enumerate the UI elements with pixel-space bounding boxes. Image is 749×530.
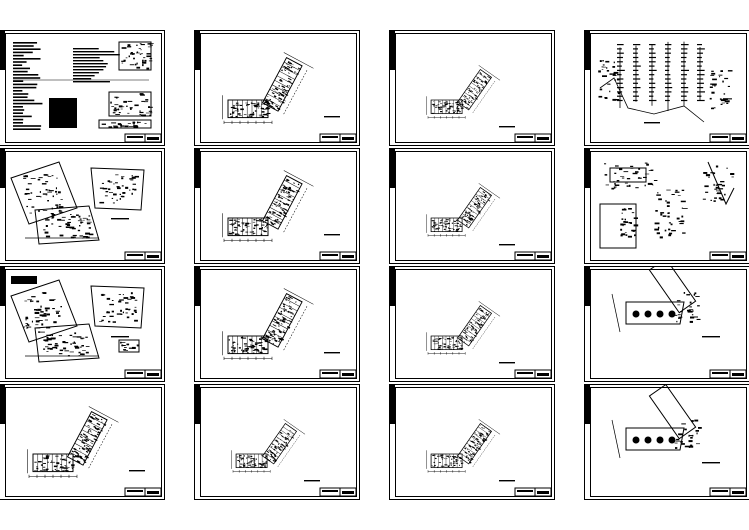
title-block bbox=[319, 133, 357, 143]
cad-drawing-thumbnail bbox=[194, 148, 360, 264]
cad-drawing-thumbnail bbox=[584, 266, 749, 382]
drawing-sheet-plan-large[interactable] bbox=[0, 384, 165, 500]
drawing-sheet-roof-plan[interactable] bbox=[584, 384, 749, 500]
cad-drawing-thumbnail bbox=[584, 30, 749, 146]
title-block bbox=[709, 369, 747, 379]
title-block bbox=[124, 369, 162, 379]
drawing-sheet-plan-small[interactable] bbox=[389, 148, 555, 264]
drawing-sheet-plan-large[interactable] bbox=[194, 30, 360, 146]
title-block bbox=[514, 369, 552, 379]
cad-drawing-thumbnail bbox=[194, 266, 360, 382]
title-block bbox=[514, 487, 552, 497]
cad-drawing-thumbnail bbox=[0, 384, 165, 500]
title-block bbox=[124, 251, 162, 261]
cad-drawing-thumbnail bbox=[389, 266, 555, 382]
drawing-sheet-site-plan[interactable] bbox=[0, 148, 165, 264]
cad-drawing-thumbnail bbox=[584, 384, 749, 500]
drawing-sheet-plan-large[interactable] bbox=[194, 266, 360, 382]
drawing-sheet-system-diagram[interactable] bbox=[584, 30, 749, 146]
title-block bbox=[124, 133, 162, 143]
cad-drawing-thumbnail bbox=[194, 30, 360, 146]
drawing-sheet-plan-small[interactable] bbox=[389, 384, 555, 500]
drawing-sheet-roof-plan[interactable] bbox=[584, 266, 749, 382]
drawing-sheet-plan-large[interactable] bbox=[194, 148, 360, 264]
cad-drawing-thumbnail bbox=[389, 30, 555, 146]
title-block bbox=[124, 487, 162, 497]
drawing-sheet-site-plan-2[interactable] bbox=[0, 266, 165, 382]
title-block bbox=[709, 487, 747, 497]
title-block bbox=[514, 251, 552, 261]
title-block bbox=[514, 133, 552, 143]
drawing-sheet-detail-diagram[interactable] bbox=[584, 148, 749, 264]
title-block bbox=[709, 251, 747, 261]
drawing-sheet-plan-small[interactable] bbox=[389, 266, 555, 382]
cad-drawing-thumbnail bbox=[194, 384, 360, 500]
title-block bbox=[319, 487, 357, 497]
cad-drawing-thumbnail bbox=[389, 384, 555, 500]
cad-drawing-thumbnail bbox=[0, 148, 165, 264]
cad-drawing-thumbnail bbox=[389, 148, 555, 264]
drawing-sheet-notes[interactable] bbox=[0, 30, 165, 146]
title-block bbox=[319, 251, 357, 261]
drawing-sheet-plan-small[interactable] bbox=[194, 384, 360, 500]
title-block bbox=[709, 133, 747, 143]
cad-drawing-thumbnail bbox=[584, 148, 749, 264]
cad-drawing-thumbnail bbox=[0, 266, 165, 382]
cad-drawing-thumbnail bbox=[0, 30, 165, 146]
title-block bbox=[319, 369, 357, 379]
drawing-sheet-plan-small[interactable] bbox=[389, 30, 555, 146]
